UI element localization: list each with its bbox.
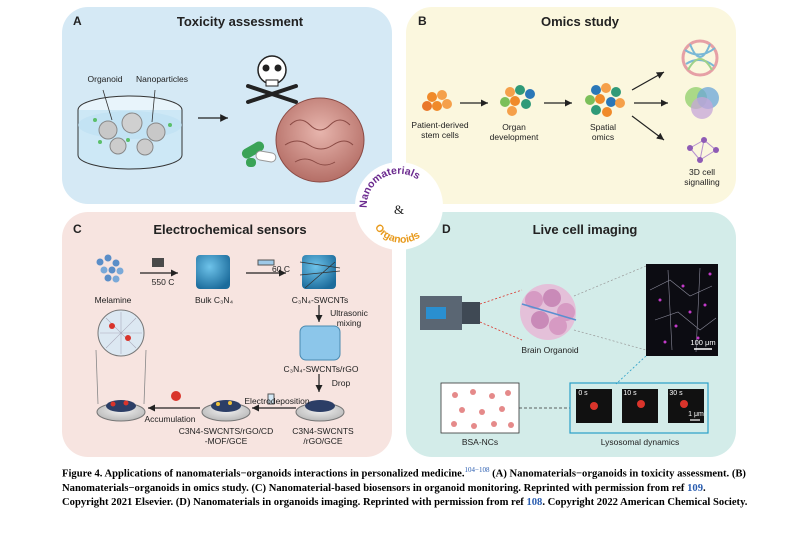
center-badge: Nanomaterials & Organoids [355,162,443,250]
mof-electrode-icon [201,400,251,422]
label-organoid: Organoid [87,74,123,84]
vial-icon [267,393,275,405]
panel-letter-d: D [442,222,451,236]
label-melamine: Melamine [94,295,132,305]
stem-cells-icon [422,90,452,111]
chord-diagram-icon [681,39,719,77]
label-time-30: 30 s [669,390,683,397]
brain-organoid-icon [520,284,577,340]
label-electrodeposition: Electrodeposition [244,396,310,406]
venn-diagram-icon [685,87,719,119]
lysosome-frame-30 [668,389,704,423]
furnace-icon [152,258,164,267]
rgo-cube-icon [299,325,341,361]
panel-letter-a: A [73,14,82,28]
panel-title-d: Live cell imaging [532,222,638,237]
organoid-dish [77,89,183,170]
caption-title: Applications of nanomaterials−organoids … [102,468,465,480]
label-lysosomal-dynamics: Lysosomal dynamics [600,437,680,447]
label-nanoparticles: Nanoparticles [136,74,188,84]
microscopy-image [646,264,718,356]
final-electrode-icon [95,349,147,422]
bsa-ncs-box [440,382,520,434]
capsule-icon [241,141,277,167]
melamine-icon [96,254,124,283]
caption-body-1: (A) Nanomaterials−organoids in toxicity … [62,468,746,494]
label-time-0: 0 s [578,390,588,397]
panel-title-c: Electrochemical sensors [153,222,307,237]
center-word-nanomaterials: Nanomaterials [358,165,423,208]
label-time-10: 10 s [623,390,637,397]
label-accumulation: Accumulation [144,414,196,424]
label-rgo: C₃N₄-SWCNTs/rGO [283,364,359,374]
network-icon [687,137,719,163]
label-bulk-c3n4: Bulk C₃N₄ [194,295,234,305]
label-scale-100: 100 μm [690,338,716,347]
bulk-cube-icon [196,255,230,289]
label-temp-60: 60 C [272,264,290,274]
damaged-organoid-icon [275,97,365,183]
panel-letter-b: B [418,14,427,28]
panel-title-b: Omics study [540,14,620,29]
zoom-circle-icon [97,309,145,357]
caption-figure-label: Figure 4. [62,468,103,480]
caption-body-2: . Copyright 2021 Elsevier. (D) Nanomater… [62,482,706,508]
skull-icon [246,55,298,104]
label-scale-1: 1 μm [688,411,704,418]
camera-icon [420,296,480,330]
label-swcnts: C₃N₄-SWCNTs [291,295,349,305]
label-temp-550: 550 C [151,277,175,287]
panel-title-a: Toxicity assessment [176,14,304,29]
lysosome-frame [569,382,709,434]
gce-electrode-icon [295,400,345,422]
organ-development-icon [500,85,535,116]
analyte-icon [171,391,181,401]
swcnt-cube-icon [299,255,341,289]
caption-ref-104-108[interactable]: 104−108 [464,466,490,474]
caption-ref-108[interactable]: 108 [526,496,543,508]
caption-body-3: . Copyright 2022 American Chemical Socie… [542,496,748,508]
label-rgo-gce: C3N4-SWCNTS/rGO/GCE [292,426,354,446]
center-word-organoids: Organoids [372,222,422,246]
lysosome-frame-0 [576,389,612,423]
figure-caption: Figure 4. Applications of nanomaterials−… [62,463,752,510]
label-bsa-ncs: BSA-NCs [461,437,499,447]
label-drop: Drop [331,378,351,388]
center-ampersand: & [394,202,404,217]
label-mof-gce: C3N4-SWCNTS/rGO/CD-MOF/GCE [178,426,274,446]
lysosome-frame-10 [622,389,658,423]
caption-ref-109[interactable]: 109 [687,482,703,494]
panel-letter-c: C [73,222,82,236]
tube-icon [257,259,275,266]
label-brain-organoid: Brain Organoid [521,345,579,355]
spatial-omics-icon [585,83,625,117]
